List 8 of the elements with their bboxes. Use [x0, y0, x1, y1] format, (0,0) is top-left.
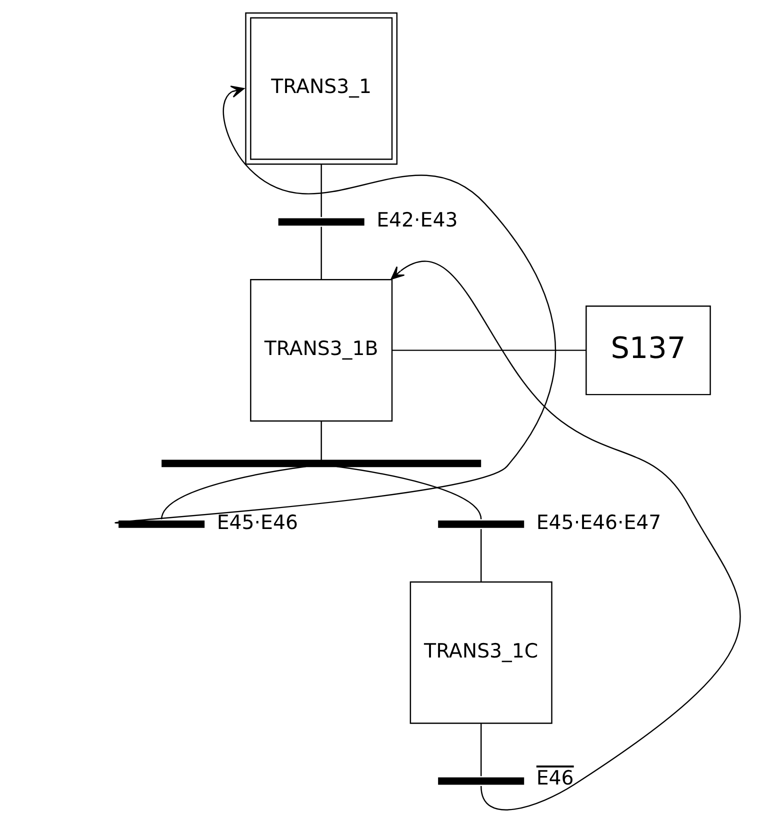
node-box: TRANS3_1C [410, 581, 552, 724]
connector [480, 529, 482, 582]
node-bar [438, 777, 524, 785]
node-label: E46 [536, 766, 574, 790]
connector [480, 723, 482, 776]
arrow [390, 261, 740, 810]
node-label: E45·E46·E47 [536, 510, 662, 534]
node-box: S137 [586, 305, 711, 396]
